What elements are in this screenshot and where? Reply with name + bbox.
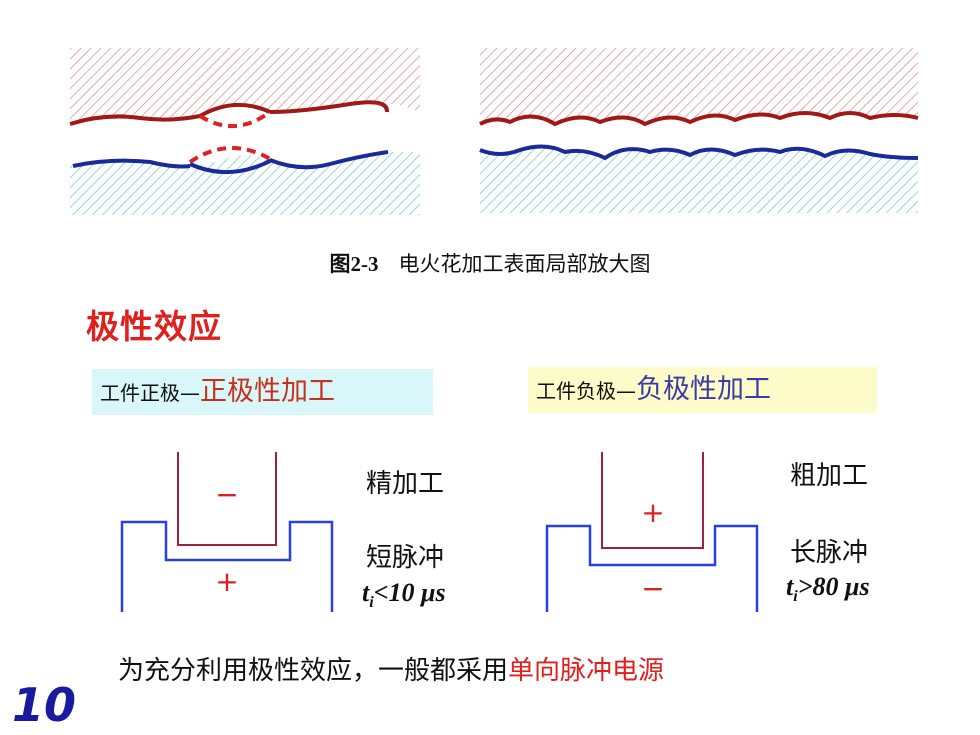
negative-work-electrode	[545, 524, 759, 612]
negative-label-big: 负极性加工	[636, 374, 771, 405]
positive-polarity-label: 工件正极—正极性加工	[92, 369, 433, 415]
negative-tool-electrode	[601, 452, 704, 549]
figure-number: 图2-3	[329, 252, 379, 276]
negative-pulse-text: 长脉冲	[790, 538, 869, 568]
right-work-hatch-region	[480, 146, 918, 213]
bottom-note: 为充分利用极性效应，一般都采用单向脉冲电源	[118, 650, 664, 687]
negative-formula-rest: >80 μs	[797, 572, 870, 601]
bottom-note-prefix: 为充分利用极性效应，一般都采用	[118, 656, 509, 686]
positive-tool-sign: −	[215, 478, 239, 511]
positive-tool-electrode	[177, 452, 277, 546]
negative-formula-sub: i	[793, 588, 798, 606]
positive-work-electrode	[120, 520, 334, 612]
positive-formula-sub: i	[369, 594, 374, 612]
positive-label-big: 正极性加工	[200, 376, 335, 407]
negative-work-sign: −	[641, 572, 665, 605]
left-work-arc-dashed	[188, 146, 274, 164]
bottom-note-highlight: 单向脉冲电源	[508, 656, 665, 686]
negative-process-text: 粗加工	[790, 461, 869, 491]
positive-formula-var: t	[362, 578, 370, 607]
left-tool-hatch-region	[70, 48, 420, 124]
negative-pulse-formula: ti>80 μs	[786, 572, 870, 606]
page-number: 10	[12, 678, 77, 732]
positive-pulse-formula: ti<10 μs	[362, 578, 446, 612]
left-tool-arc-top	[199, 102, 271, 118]
left-work-arc-bottom	[189, 158, 273, 174]
negative-label-small: 工件负极—	[536, 379, 636, 403]
positive-work-sign: +	[215, 565, 239, 598]
left-tool-boundary-line	[69, 100, 389, 126]
negative-tool-sign: +	[641, 496, 665, 529]
figure-caption-text: 电火花加工表面局部放大图	[398, 252, 651, 276]
right-work-boundary-line	[479, 144, 919, 161]
figure-caption: 图2-3 电火花加工表面局部放大图	[0, 248, 980, 278]
left-work-hatch-region	[70, 152, 420, 215]
positive-process-text: 精加工	[366, 469, 445, 499]
right-tool-hatch-region	[480, 48, 918, 124]
positive-pulse-text: 短脉冲	[366, 543, 445, 573]
negative-formula-var: t	[786, 572, 794, 601]
positive-formula-rest: <10 μs	[373, 578, 446, 607]
left-tool-arc-dashed	[198, 110, 272, 129]
right-tool-boundary-line	[479, 111, 919, 127]
positive-label-small: 工件正极—	[100, 381, 200, 405]
section-title: 极性效应	[86, 307, 222, 346]
left-work-boundary-line	[72, 150, 389, 170]
negative-polarity-label: 工件负极—负极性加工	[528, 367, 877, 413]
